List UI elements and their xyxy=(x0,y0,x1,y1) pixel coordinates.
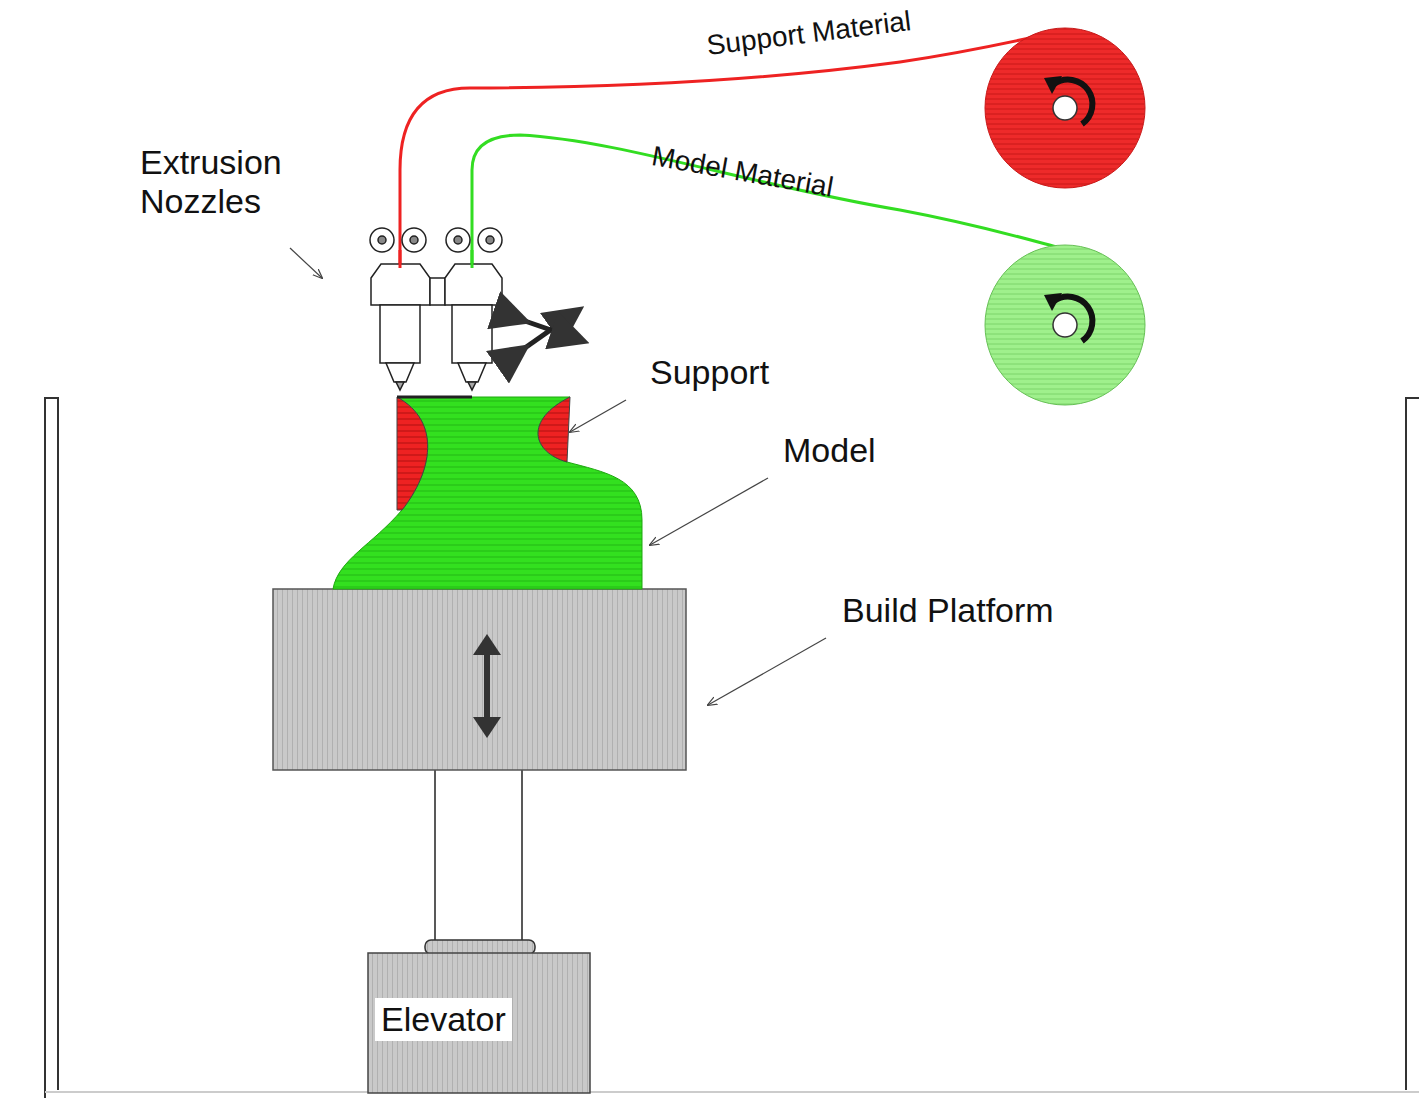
extrusion-nozzles xyxy=(370,228,502,390)
model-spool xyxy=(985,245,1145,405)
model xyxy=(333,397,642,589)
part-label: Extrusion Nozzles xyxy=(140,143,330,221)
support-left xyxy=(397,397,428,510)
xy-arrows xyxy=(522,312,580,350)
node-label: Elevator xyxy=(375,998,512,1041)
part-label: Build Platform xyxy=(842,591,1054,630)
filament-label: Support Material xyxy=(705,5,913,62)
elevator-box: Elevator xyxy=(368,953,590,1090)
part-label: Model xyxy=(783,431,876,470)
model-filament xyxy=(472,135,1060,265)
support-filament xyxy=(400,30,1065,265)
filament-label: Model Material xyxy=(649,140,835,204)
leader-lines xyxy=(290,248,826,705)
elevator-gear xyxy=(425,940,535,954)
support-spool xyxy=(985,28,1145,188)
platform-arrow xyxy=(473,634,501,738)
support-right xyxy=(538,397,570,462)
chamber xyxy=(45,398,1419,1098)
elevator-body xyxy=(368,953,590,1093)
build-platform xyxy=(273,589,686,770)
part-label: Support xyxy=(650,353,769,392)
elevator-shaft xyxy=(435,770,522,942)
